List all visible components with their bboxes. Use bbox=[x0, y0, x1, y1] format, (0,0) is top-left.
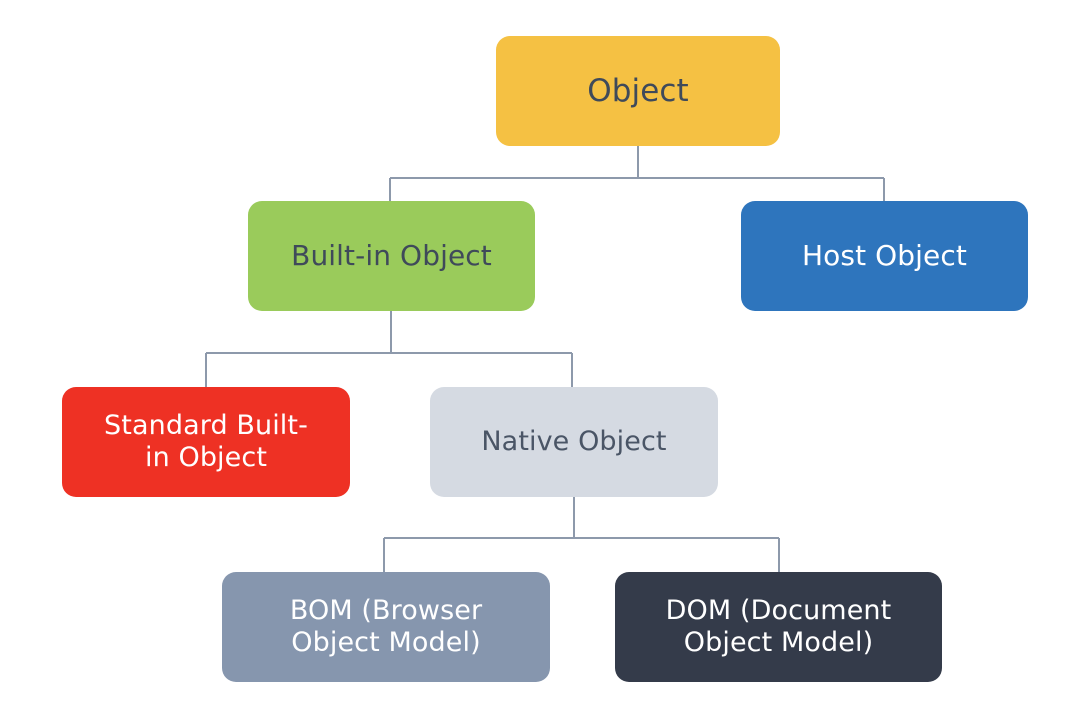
connector-built-in-object-to-children bbox=[205, 310, 573, 387]
node-label-built-in-object: Built-in Object bbox=[291, 239, 492, 273]
node-native-object[interactable]: Native Object bbox=[430, 387, 718, 497]
node-label-object: Object bbox=[587, 72, 689, 109]
node-object[interactable]: Object bbox=[496, 36, 780, 146]
node-bom[interactable]: BOM (Browser Object Model) bbox=[222, 572, 550, 682]
node-label-native-object: Native Object bbox=[481, 426, 667, 458]
node-standard-built-in-object[interactable]: Standard Built- in Object bbox=[62, 387, 350, 497]
connector-native-object-to-children bbox=[383, 497, 780, 572]
connector-object-to-children bbox=[389, 146, 885, 201]
node-label-bom: BOM (Browser Object Model) bbox=[289, 595, 483, 658]
node-label-dom: DOM (Document Object Model) bbox=[665, 595, 892, 658]
node-label-host-object: Host Object bbox=[802, 239, 967, 273]
node-built-in-object[interactable]: Built-in Object bbox=[248, 201, 535, 311]
node-dom[interactable]: DOM (Document Object Model) bbox=[615, 572, 942, 682]
node-label-standard-built-in-object: Standard Built- in Object bbox=[104, 410, 308, 473]
node-host-object[interactable]: Host Object bbox=[741, 201, 1028, 311]
